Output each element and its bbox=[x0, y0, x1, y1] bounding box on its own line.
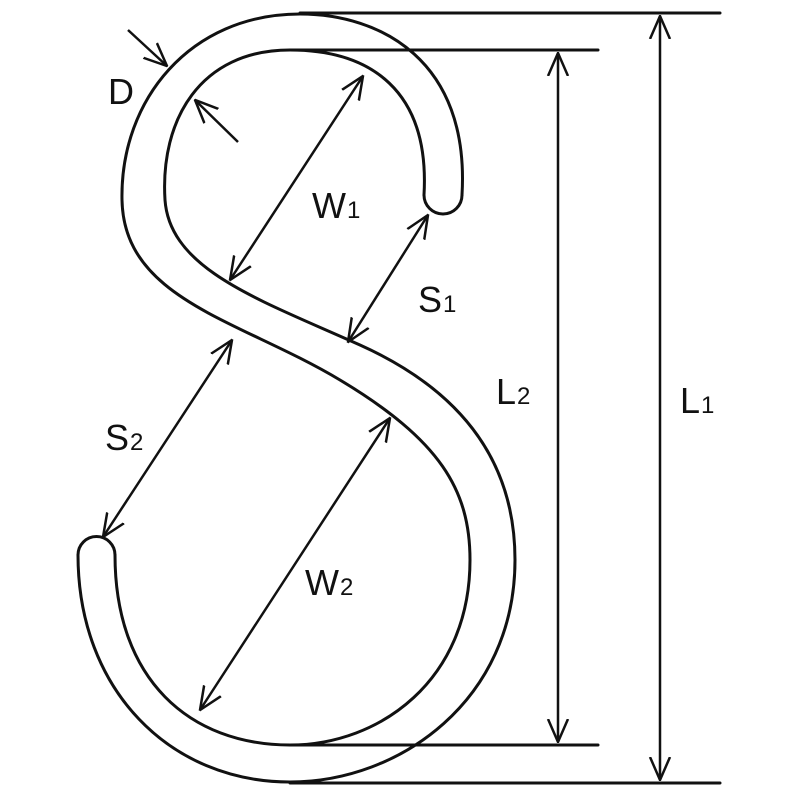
s1-dimension-line bbox=[348, 215, 428, 342]
label-w2: W2 bbox=[305, 562, 353, 603]
label-s2: S2 bbox=[105, 417, 143, 458]
label-w1: W1 bbox=[312, 185, 360, 226]
label-l2: L2 bbox=[496, 371, 530, 412]
w2-dimension-line bbox=[200, 418, 390, 710]
label-d: D bbox=[108, 71, 134, 112]
d-arrow-outer bbox=[127, 29, 167, 66]
label-l1: L1 bbox=[680, 380, 714, 421]
label-s1: S1 bbox=[418, 279, 456, 320]
hook-bottom-end-cap bbox=[76, 535, 117, 557]
d-arrow-inner bbox=[195, 100, 239, 143]
hook-top-end-cap bbox=[422, 193, 464, 216]
w1-dimension-line bbox=[230, 76, 363, 280]
s2-dimension-line bbox=[103, 340, 232, 537]
